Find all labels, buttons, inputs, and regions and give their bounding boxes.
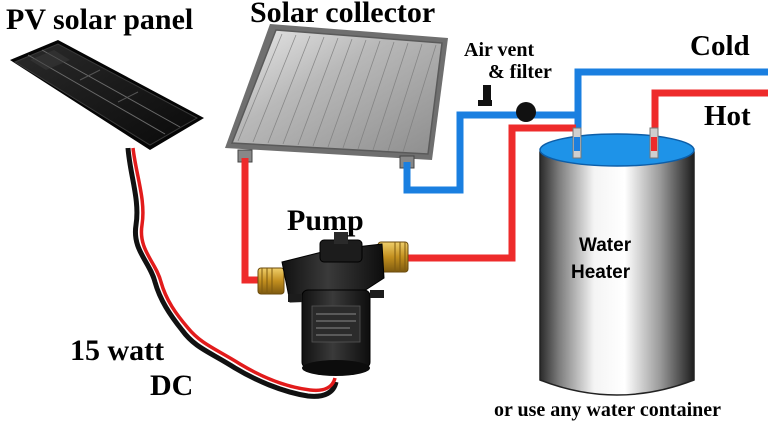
cold-pipe (403, 68, 768, 194)
air-vent-icon (478, 85, 536, 122)
cold-label: Cold (690, 30, 750, 62)
footer-label: or use any water container (494, 399, 722, 421)
heater-label-line1: Water (579, 235, 632, 256)
power-label-line1: 15 watt (70, 334, 165, 367)
collector-label: Solar collector (250, 0, 436, 29)
power-label-line2: DC (150, 369, 194, 402)
dc-cable (125, 147, 339, 399)
air-vent-label-line1: Air vent (464, 39, 535, 61)
water-heater-icon (539, 127, 695, 396)
solar-collector-icon (225, 24, 448, 169)
heater-label-line2: Heater (571, 262, 631, 283)
pump-icon (257, 232, 409, 376)
solar-panel-icon (10, 40, 204, 150)
pump-label: Pump (287, 204, 364, 237)
pv-panel-label: PV solar panel (6, 3, 194, 36)
air-vent-label-line2: & filter (488, 61, 552, 83)
hot-label: Hot (704, 100, 751, 132)
